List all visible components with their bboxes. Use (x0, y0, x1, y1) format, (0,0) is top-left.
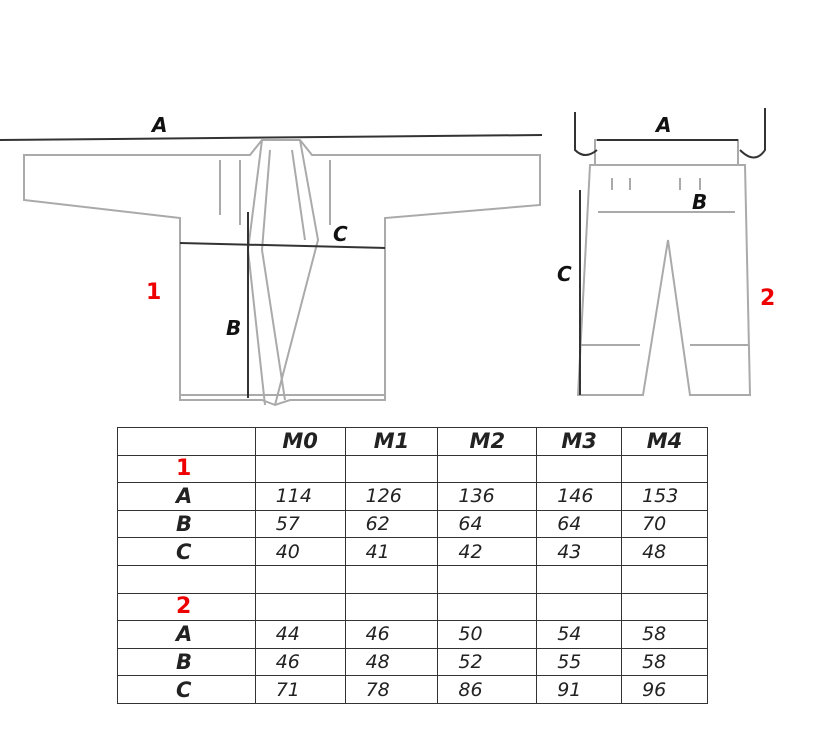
value-cell: 64 (536, 509, 623, 539)
value-cell: 126 (344, 482, 439, 511)
header-cell-empty (117, 427, 256, 456)
value-cell: 64 (437, 509, 538, 539)
value-cell: 96 (621, 675, 708, 704)
value-cell: 58 (621, 620, 708, 649)
value-cell: 46 (344, 620, 439, 649)
row-label: A (117, 620, 256, 649)
value-cell: 48 (621, 537, 708, 566)
value-cell: 52 (437, 647, 538, 677)
empty-cell (344, 592, 439, 622)
empty-cell (437, 592, 538, 622)
value-cell: 91 (536, 675, 623, 704)
header-cell: M0 (254, 427, 346, 456)
header-cell: M4 (621, 427, 708, 456)
value-cell: 146 (536, 482, 623, 511)
value-cell: 44 (254, 620, 346, 649)
empty-cell (254, 454, 346, 484)
value-cell: 58 (621, 647, 708, 677)
section-number: 2 (117, 592, 256, 622)
row-label: B (117, 647, 256, 677)
empty-cell (621, 564, 708, 594)
value-cell: 41 (344, 537, 439, 566)
value-cell: 55 (536, 647, 623, 677)
empty-cell (437, 564, 538, 594)
row-label: C (117, 675, 256, 704)
value-cell: 42 (437, 537, 538, 566)
pants-drawing (576, 139, 752, 396)
empty-cell (536, 592, 623, 622)
jacket-label-c: C (333, 222, 348, 246)
value-cell: 62 (344, 509, 439, 539)
section-number: 1 (117, 454, 256, 484)
empty-cell (344, 454, 439, 484)
pants-measure-lines (574, 108, 766, 395)
pants-label-c: C (557, 262, 572, 286)
value-cell: 153 (621, 482, 708, 511)
pants-label-b: B (692, 190, 708, 214)
pants-label-a: A (656, 113, 672, 137)
empty-cell (621, 592, 708, 622)
jacket-number: 1 (146, 280, 162, 305)
jacket-label-a: A (152, 113, 168, 137)
value-cell: 54 (536, 620, 623, 649)
header-cell: M1 (344, 427, 439, 456)
value-cell: 114 (254, 482, 346, 511)
section-row: 2 (117, 592, 708, 622)
value-cell: 78 (344, 675, 439, 704)
table-spacer-row (117, 564, 708, 594)
pants-number: 2 (760, 286, 776, 311)
header-cell: M3 (536, 427, 623, 456)
value-cell: 136 (437, 482, 538, 511)
value-cell: 86 (437, 675, 538, 704)
value-cell: 43 (536, 537, 623, 566)
empty-cell (621, 454, 708, 484)
value-cell: 40 (254, 537, 346, 566)
empty-cell (536, 454, 623, 484)
value-cell: 70 (621, 509, 708, 539)
section-row: 1 (117, 454, 708, 484)
empty-cell (254, 564, 346, 594)
row-label: A (117, 482, 256, 511)
value-cell: 57 (254, 509, 346, 539)
table-header-row: M0 M1 M2 M3 M4 (117, 427, 708, 456)
jacket-drawing (23, 139, 541, 407)
empty-cell (437, 454, 538, 484)
value-cell: 71 (254, 675, 346, 704)
empty-cell (117, 564, 256, 594)
empty-cell (254, 592, 346, 622)
value-cell: 46 (254, 647, 346, 677)
value-cell: 48 (344, 647, 439, 677)
header-cell: M2 (437, 427, 538, 456)
row-label: C (117, 537, 256, 566)
empty-cell (536, 564, 623, 594)
jacket-measure-lines (0, 134, 543, 398)
jacket-label-b: B (226, 316, 242, 340)
row-label: B (117, 509, 256, 539)
value-cell: 50 (437, 620, 538, 649)
garment-diagram (0, 108, 766, 407)
empty-cell (344, 564, 439, 594)
